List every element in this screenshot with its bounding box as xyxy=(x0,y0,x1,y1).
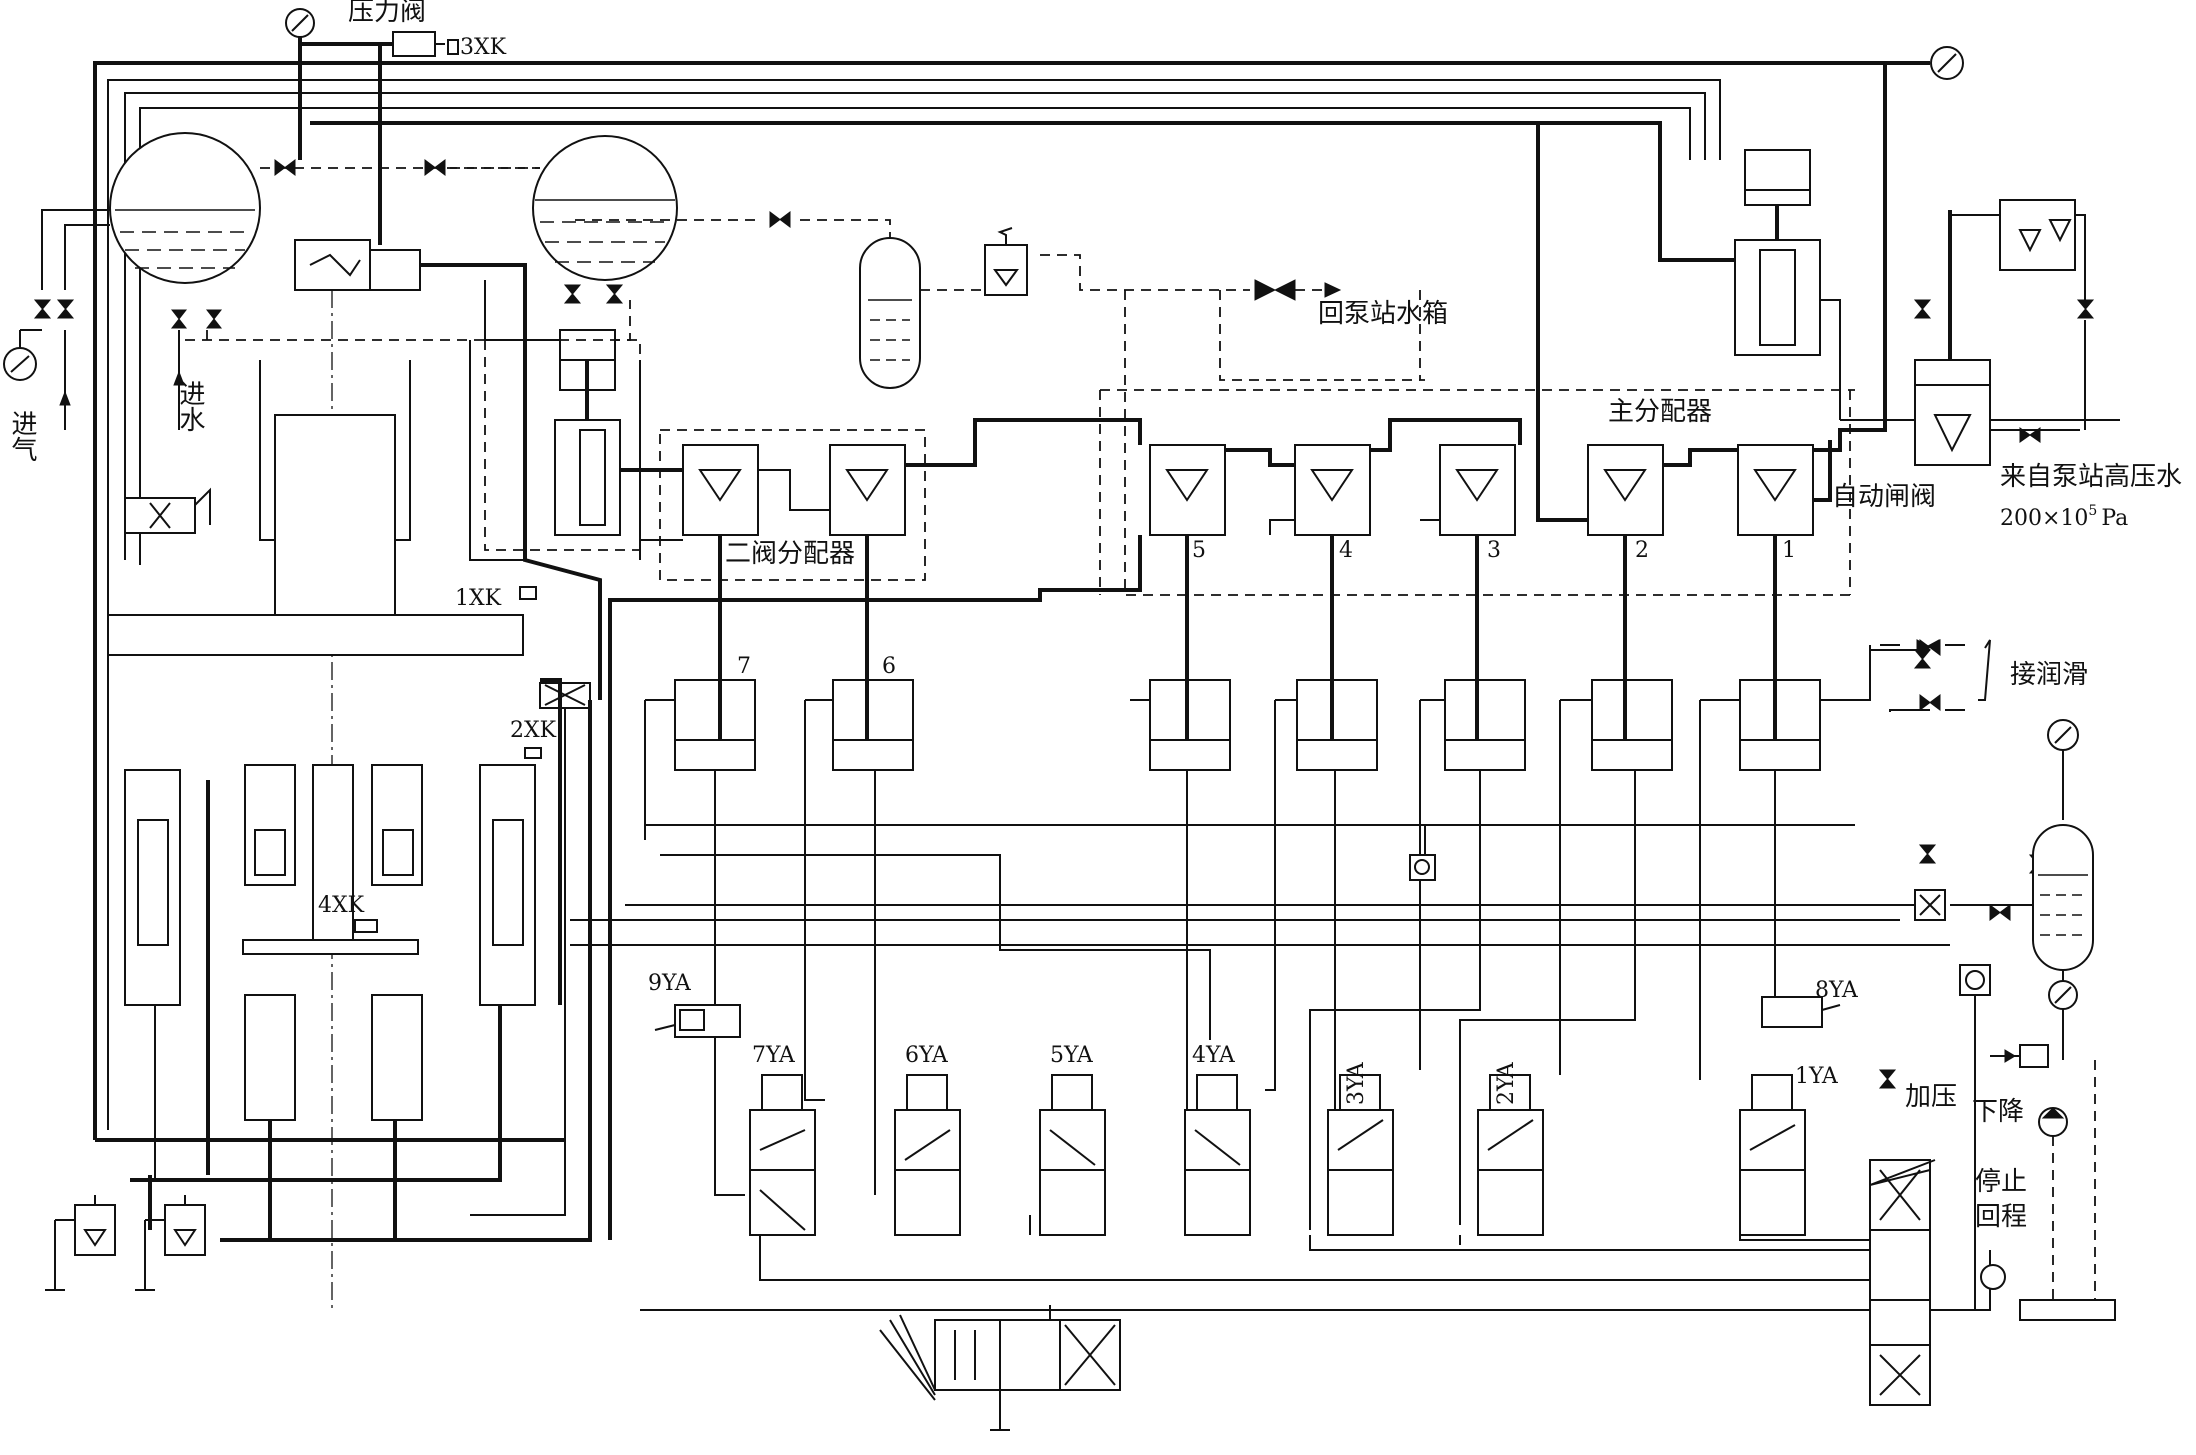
air-inlet-gauge xyxy=(3,329,71,430)
valve-number-5: 5 xyxy=(1192,538,1206,563)
cylinder-number-7: 7 xyxy=(737,654,751,679)
pressure-gauge-top xyxy=(285,8,315,160)
auto-gate-valve-label: 自动闸阀 xyxy=(1832,482,1936,512)
safety-valves-bottom-left xyxy=(45,1195,206,1291)
valve-number-4: 4 xyxy=(1339,538,1353,563)
press-cylinder-piping xyxy=(95,700,592,1242)
solenoid-7ya: 7YA xyxy=(752,1043,796,1068)
solenoid-5ya: 5YA xyxy=(1050,1043,1094,1068)
air-inlet-label: 进气 xyxy=(7,410,37,462)
manual-valve-bottom xyxy=(879,1305,1121,1431)
solenoid-2ya: 2YA xyxy=(1494,1061,1519,1105)
pressure-gauge-right-top xyxy=(1930,46,1964,80)
main-distributor-label: 主分配器 xyxy=(1608,397,1712,427)
cylinder-number-6: 6 xyxy=(882,654,896,679)
two-valve-distributor-label: 二阀分配器 xyxy=(725,539,855,569)
pressure-valve-label: 压力阀 xyxy=(348,0,426,27)
press-frame: 1XK xyxy=(107,360,537,656)
control-return-label: 回程 xyxy=(1975,1202,2027,1232)
two-valve-distributor xyxy=(659,418,1142,581)
accumulator-bottle xyxy=(800,219,985,389)
check-valves-right xyxy=(1914,889,2049,1310)
switch-1xk-label: 1XK xyxy=(455,586,502,611)
solenoid-4ya: 4YA xyxy=(1192,1043,1236,1068)
tank-bottom-right xyxy=(2019,1299,2116,1321)
pilot-cylinder xyxy=(484,329,641,551)
solenoid-3ya: 3YA xyxy=(1344,1061,1369,1105)
valve-number-1: 1 xyxy=(1782,538,1796,563)
accumulator-right xyxy=(1950,719,2094,1060)
air-water-tank-left xyxy=(41,132,540,290)
distributor-rods xyxy=(718,535,1777,740)
hp-water-source-label: 来自泵站高压水 xyxy=(2000,462,2182,492)
solenoid-8ya: 8YA xyxy=(1815,978,1859,1003)
valve-number-3: 3 xyxy=(1487,538,1501,563)
valve-number-2: 2 xyxy=(1635,538,1649,563)
limit-switch-2xk: 2XK xyxy=(470,682,591,1216)
cylinder-pilot-lines xyxy=(570,649,1950,1230)
solenoid-1ya: 1YA xyxy=(1795,1064,1839,1089)
switch-3xk-label: 3XK xyxy=(460,35,507,60)
pump xyxy=(1980,1060,2096,1300)
check-valve-middle xyxy=(1409,854,1436,881)
lubrication-lines xyxy=(1869,639,1991,711)
switch-4xk-label: 4XK xyxy=(318,893,365,918)
small-solenoid-valves xyxy=(654,996,1841,1038)
pressure-valve xyxy=(300,31,459,245)
press-columns: 4XK xyxy=(124,764,536,1121)
water-inlet-label: 进水 xyxy=(175,380,205,432)
air-water-tank-right xyxy=(532,135,678,281)
hand-valve-left xyxy=(124,487,211,534)
control-pressurize-label: 加压 xyxy=(1905,1082,1957,1112)
return-tank-label: 回泵站水箱 xyxy=(1318,299,1448,329)
control-stop-label: 停止 xyxy=(1975,1167,2027,1197)
main-distributor-valves xyxy=(1149,418,1885,536)
main-control-valve xyxy=(1869,1159,1936,1406)
solenoid-valves xyxy=(749,1074,1806,1236)
safety-valve-top xyxy=(984,227,1250,296)
lubrication-label: 接润滑 xyxy=(2010,660,2088,690)
switch-2xk-label: 2XK xyxy=(510,718,557,743)
control-descend-label: 下降 xyxy=(1972,1097,2024,1127)
solenoid-9ya: 9YA xyxy=(648,971,692,996)
solenoid-6ya: 6YA xyxy=(905,1043,949,1068)
auto-gate-valve xyxy=(1734,149,2080,466)
control-cylinders xyxy=(674,679,1821,771)
auto-gate-pilot xyxy=(1950,199,2086,430)
